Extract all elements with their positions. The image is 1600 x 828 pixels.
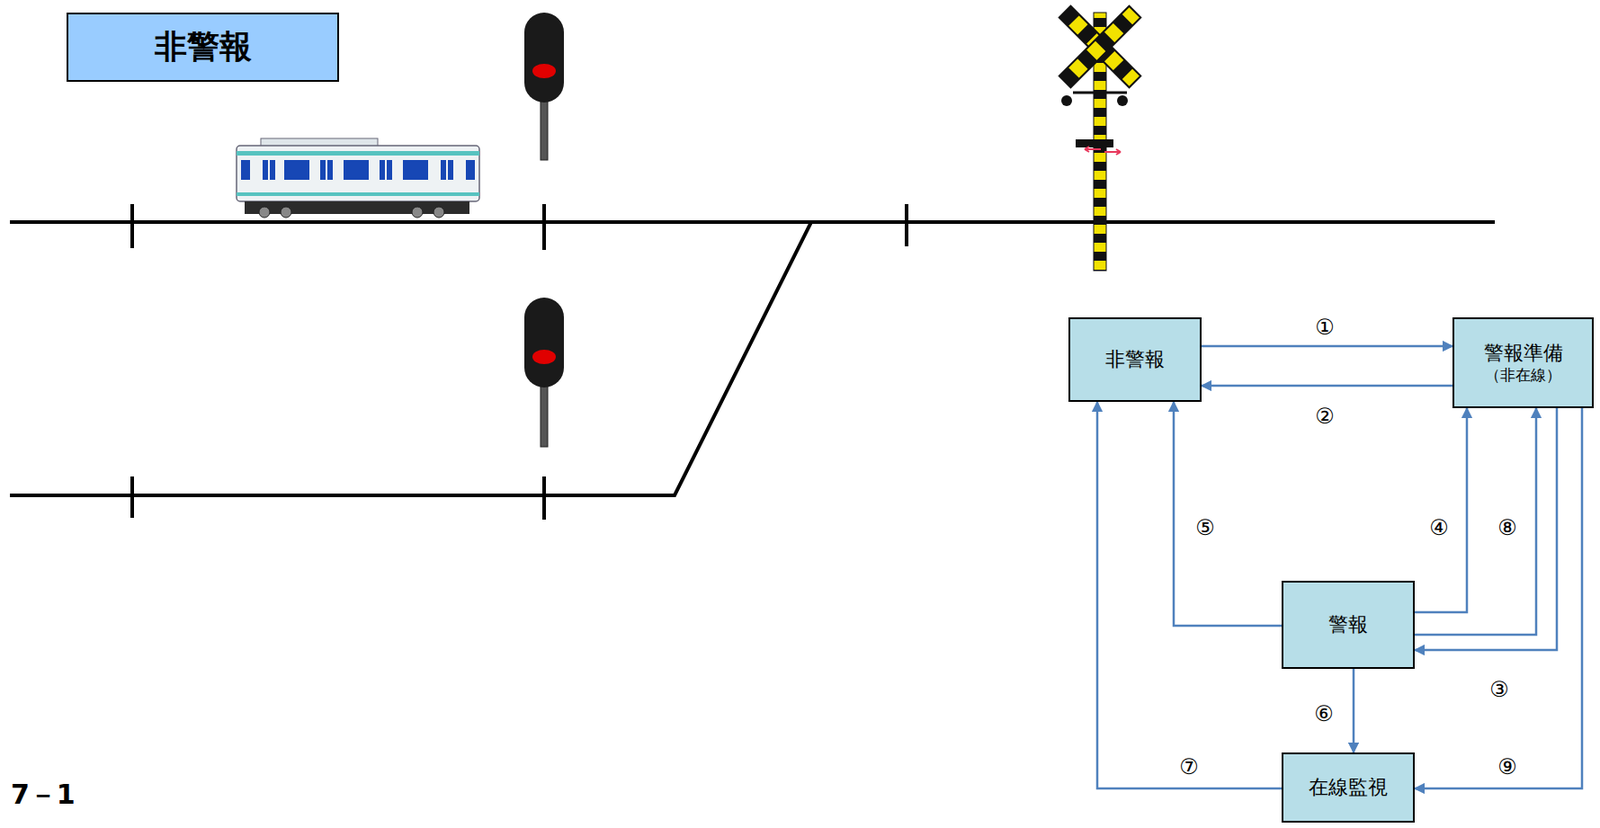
train-window [402, 160, 429, 180]
state-box: 警報準備（非在線） [1452, 317, 1594, 409]
train-window [465, 160, 475, 180]
transition-number: ⑧ [1496, 516, 1519, 540]
train-window [269, 160, 276, 180]
main-track [9, 220, 1495, 224]
train-window [386, 160, 393, 180]
track [9, 204, 1495, 520]
train-wheel [280, 206, 292, 218]
crossbuck-stripes [1064, 11, 1136, 82]
side-track [9, 222, 812, 496]
transition-arrow [1352, 669, 1356, 753]
direction-arrow [1084, 146, 1101, 152]
signal-lamp [532, 63, 556, 79]
state-name: 在線監視 [1308, 775, 1388, 801]
track-joint [542, 204, 546, 251]
train-window [241, 160, 251, 180]
crossbuck [1059, 6, 1142, 89]
train-window [262, 160, 269, 180]
train-wheel [411, 206, 423, 218]
train-window [284, 160, 310, 180]
crossbuck-arm [1059, 6, 1142, 89]
train-window [320, 160, 326, 180]
crossing-lamp [1061, 95, 1073, 107]
transition-number: ④ [1428, 516, 1450, 540]
crossbuck-arm [1059, 6, 1142, 89]
transition-arrow [1097, 402, 1282, 789]
train [236, 138, 480, 218]
track-joint [542, 476, 546, 520]
track-joint [904, 204, 909, 247]
train-wheel [433, 206, 445, 218]
direction-arrow [1104, 149, 1121, 155]
transition-number: ① [1313, 315, 1336, 340]
state-box: 警報 [1281, 581, 1415, 670]
transition-arrow [1414, 408, 1467, 613]
direction-indicator [1075, 139, 1114, 148]
train-window [440, 160, 447, 180]
transition-number: ⑨ [1496, 755, 1519, 779]
train-wheel [259, 206, 270, 218]
signal-head [524, 297, 564, 388]
transition-number: ⑤ [1194, 516, 1216, 540]
signal [524, 297, 564, 447]
state-box: 在線監視 [1281, 752, 1415, 823]
crossing-lamp [1117, 95, 1128, 107]
state-name: 警報準備 [1483, 340, 1564, 367]
train-stripe [236, 151, 480, 156]
transition-arrow [1201, 384, 1453, 388]
state-name: 警報 [1328, 612, 1368, 638]
signal-lamp [532, 349, 556, 365]
transition-number: ② [1313, 404, 1336, 429]
train-window [327, 160, 333, 180]
signal [524, 12, 564, 161]
transition-arrow [1201, 345, 1453, 349]
transition-arrow [1414, 408, 1537, 635]
train-stripe [236, 192, 480, 197]
train-window [447, 160, 454, 180]
train-window [343, 160, 369, 180]
crossbuck [1059, 6, 1142, 89]
transition-number: ⑦ [1178, 755, 1200, 779]
train-windows [241, 160, 475, 180]
transition-number: ③ [1488, 678, 1511, 702]
signal-head [524, 12, 564, 103]
transition-arrow [1414, 408, 1583, 789]
state-box: 非警報 [1068, 317, 1202, 403]
track-joint [130, 476, 135, 519]
train-body [236, 145, 480, 202]
transition-number: ⑥ [1313, 702, 1335, 726]
page-number: 7－1 [10, 777, 76, 814]
state-note: （非在線） [1484, 366, 1562, 385]
state-name: 非警報 [1105, 347, 1165, 373]
lamp-bracket [1072, 91, 1127, 95]
transition-arrow [1414, 408, 1557, 651]
transition-arrow [1173, 402, 1282, 626]
level-crossing [1059, 6, 1142, 271]
page-title: 非警報 [66, 12, 340, 82]
track-joint [130, 204, 135, 249]
train-bogies [259, 206, 445, 218]
train-window [379, 160, 385, 180]
